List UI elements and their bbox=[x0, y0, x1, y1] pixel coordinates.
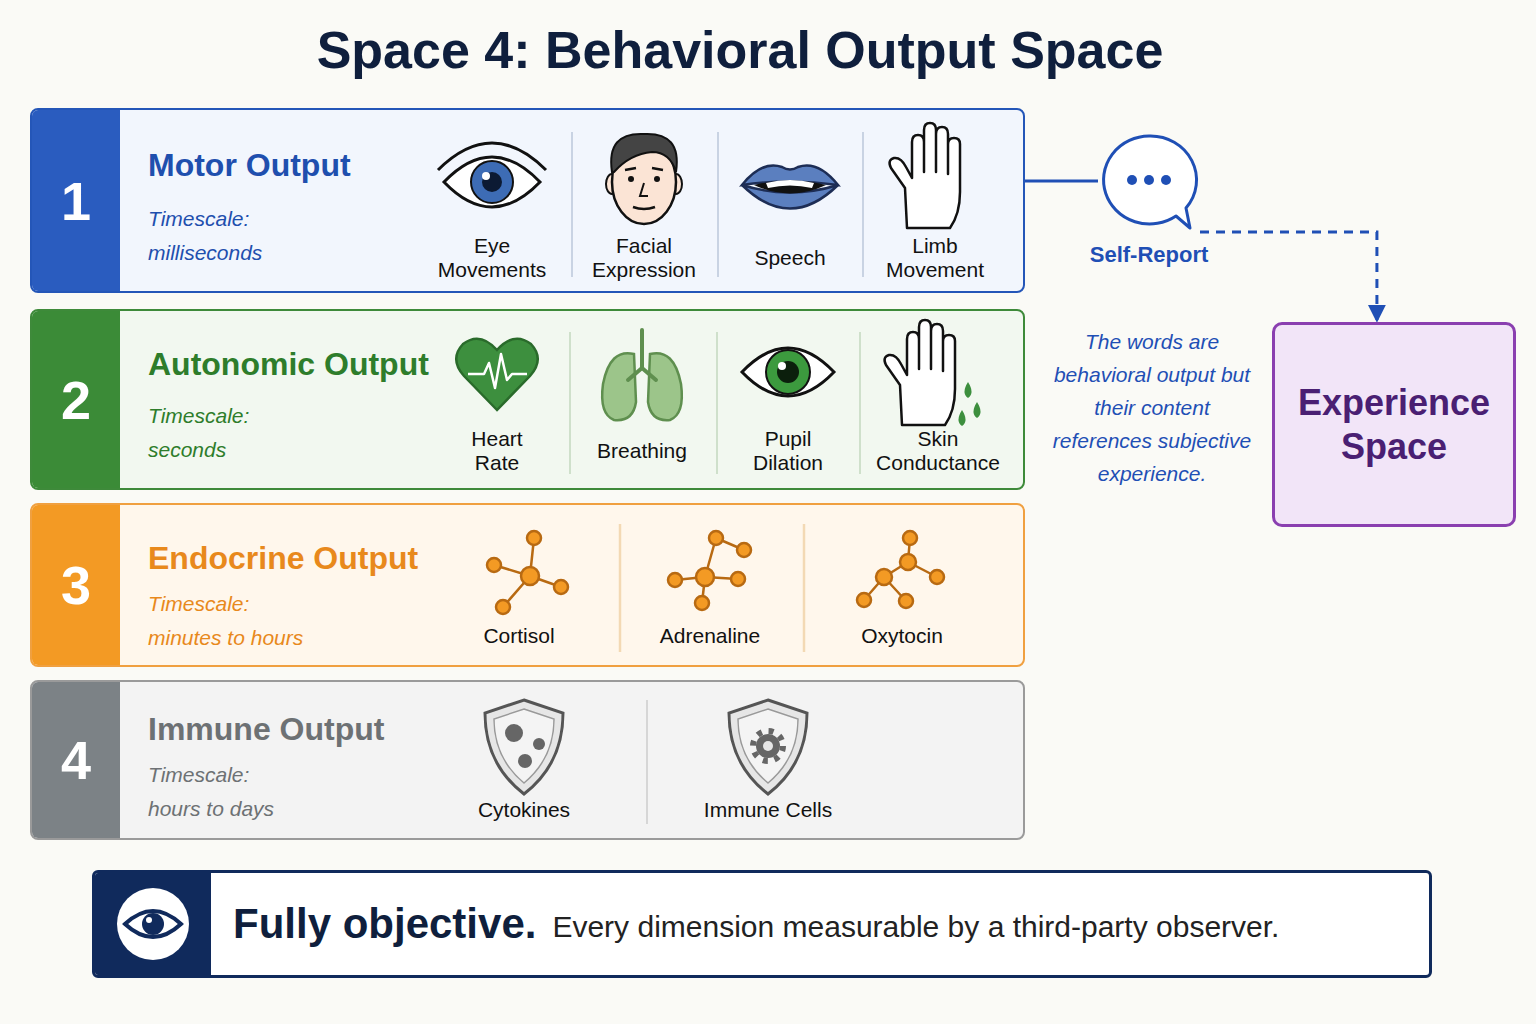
self-report-label: Self-Report bbox=[1074, 242, 1224, 268]
badge-block bbox=[95, 873, 211, 975]
band-number: 2 bbox=[32, 311, 120, 488]
icon-label: Skin Conductance bbox=[868, 427, 1008, 475]
speech-bubble: Self-Report bbox=[1098, 132, 1200, 236]
output-band: 2 Autonomic OutputTimescale: seconds Heart… bbox=[30, 309, 1025, 490]
output-band: 4 Immune OutputTimescale: hours to daysCy… bbox=[30, 680, 1025, 840]
diagram-title: Space 4: Behavioral Output Space bbox=[200, 18, 1280, 82]
icon-label: Oxytocin bbox=[827, 624, 977, 648]
icon-label: Adrenaline bbox=[635, 624, 785, 648]
band-heading: Endocrine Output bbox=[148, 539, 448, 577]
band-heading: Autonomic Output bbox=[148, 345, 448, 383]
eye-badge-icon bbox=[95, 873, 211, 975]
annotation-note: The words are behavioral output but thei… bbox=[1052, 325, 1252, 490]
footer-body-text: Every dimension measurable by a third-pa… bbox=[552, 910, 1279, 944]
speech-bubble-icon bbox=[1098, 132, 1200, 236]
icon-label: Limb Movement bbox=[870, 234, 1000, 282]
output-band: 3 Endocrine OutputTimescale: minutes to h… bbox=[30, 503, 1025, 667]
autonomic-icons bbox=[32, 311, 1025, 490]
experience-box: Experience Space bbox=[1272, 322, 1516, 527]
timescale-text: Timescale: minutes to hours bbox=[148, 587, 313, 655]
icon-label: Eye Movements bbox=[427, 234, 557, 282]
connector bbox=[1025, 179, 1098, 182]
band-number: 4 bbox=[32, 682, 120, 838]
footer-row: Fully objective. Every dimension measurab… bbox=[233, 873, 1279, 975]
timescale-text: Timescale: milliseconds bbox=[148, 202, 298, 270]
footer-bold-text: Fully objective. bbox=[233, 900, 536, 948]
icon-label: Breathing bbox=[577, 439, 707, 463]
connector bbox=[1200, 232, 1377, 321]
band-number: 1 bbox=[32, 110, 120, 291]
band-number: 3 bbox=[32, 505, 120, 665]
timescale-text: Timescale: seconds bbox=[148, 399, 298, 467]
band-heading: Motor Output bbox=[148, 146, 448, 184]
icon-label: Speech bbox=[725, 246, 855, 270]
output-band: 1 Motor OutputTimescale: milliseconds Eye … bbox=[30, 108, 1025, 293]
icon-label: Heart Rate bbox=[457, 427, 537, 475]
experience-title: Experience Space bbox=[1283, 381, 1505, 469]
footer-box: Fully objective. Every dimension measurab… bbox=[92, 870, 1432, 978]
icon-label: Pupil Dilation bbox=[738, 427, 838, 475]
icon-label: Immune Cells bbox=[678, 798, 858, 822]
icon-label: Facial Expression bbox=[579, 234, 709, 282]
timescale-text: Timescale: hours to days bbox=[148, 758, 298, 826]
band-heading: Immune Output bbox=[148, 710, 448, 748]
icon-label: Cytokines bbox=[434, 798, 614, 822]
icon-label: Cortisol bbox=[444, 624, 594, 648]
